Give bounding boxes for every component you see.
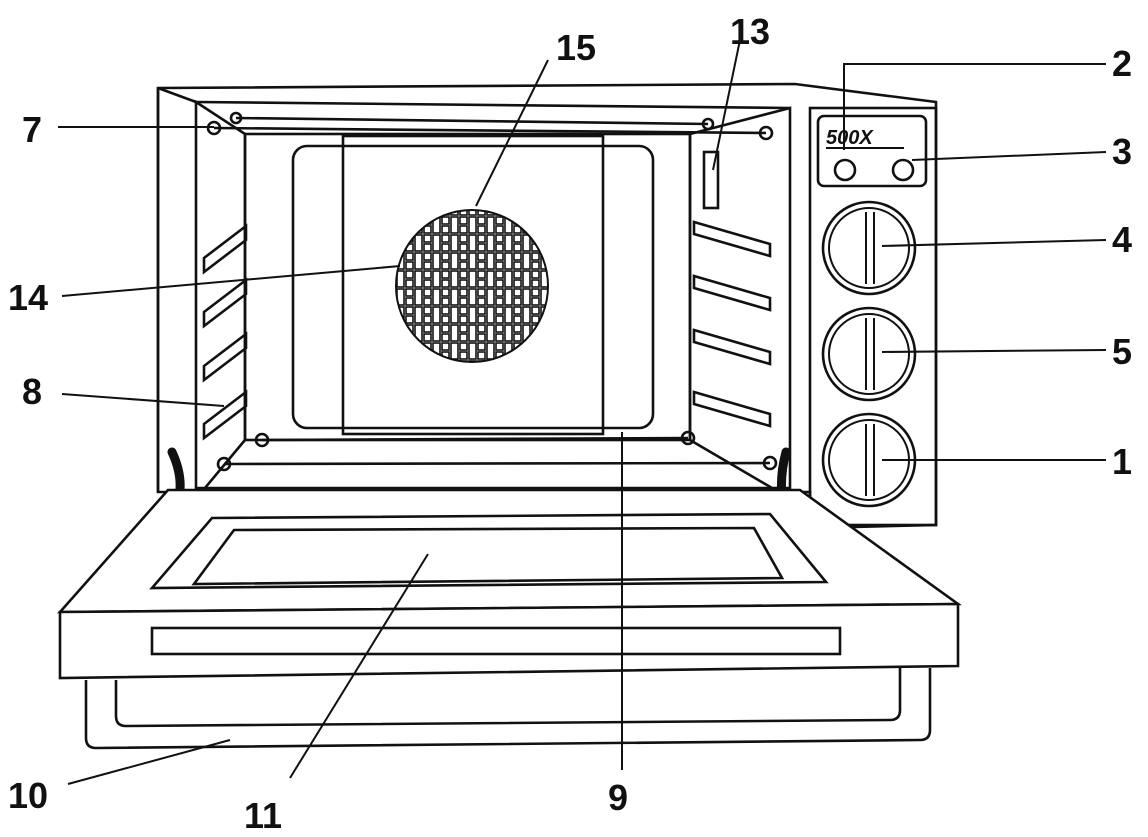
control-panel: 500X <box>808 106 938 527</box>
callout-1: 1 <box>1112 441 1132 482</box>
oven-light <box>702 150 720 210</box>
callout-14: 14 <box>8 277 48 318</box>
callout-labels: 7 15 13 2 3 4 14 5 8 1 10 11 9 <box>8 11 1132 836</box>
temperature-knob <box>821 306 917 402</box>
callout-5: 5 <box>1112 331 1132 372</box>
fan-grille <box>395 209 549 363</box>
oven-door <box>57 488 962 680</box>
bottom-heating-element <box>216 430 778 472</box>
callout-11: 11 <box>244 795 282 836</box>
callout-8: 8 <box>22 371 42 412</box>
callout-3: 3 <box>1112 131 1132 172</box>
callout-2: 2 <box>1112 43 1132 84</box>
left-rack-rails <box>202 223 248 441</box>
callout-4: 4 <box>1112 219 1132 260</box>
leader-lines <box>58 39 1107 785</box>
crumb-tray <box>84 668 932 750</box>
callout-9: 9 <box>608 777 628 818</box>
brand-logo: 500X <box>826 127 874 149</box>
callout-13: 13 <box>730 11 770 52</box>
indicator-light-left <box>833 158 857 182</box>
right-rack-rails <box>692 220 772 428</box>
top-heating-element <box>206 111 774 141</box>
indicator-light-right <box>891 158 915 182</box>
timer-knob <box>821 200 917 296</box>
callout-10: 10 <box>8 775 48 816</box>
callout-15: 15 <box>556 27 596 68</box>
callout-7: 7 <box>22 109 42 150</box>
